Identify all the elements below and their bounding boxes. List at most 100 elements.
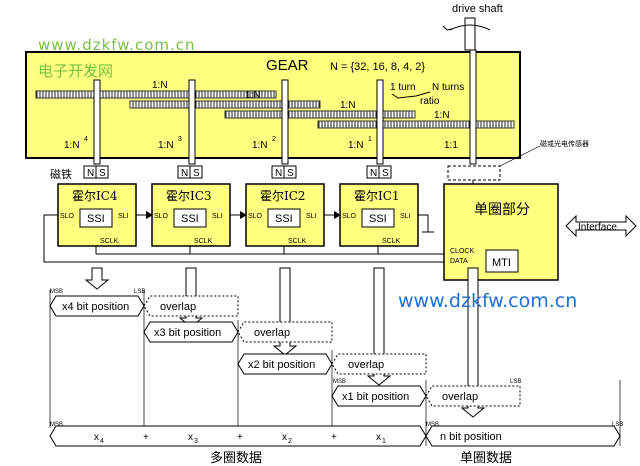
svg-text:x2 bit position: x2 bit position xyxy=(248,359,315,371)
svg-text:SLO: SLO xyxy=(248,213,263,220)
ratio-label-4: 1:N xyxy=(434,110,450,121)
svg-text:MSB: MSB xyxy=(50,289,63,295)
svg-text:N: N xyxy=(181,168,188,179)
svg-text:S: S xyxy=(287,168,294,179)
svg-text:x3 bit position: x3 bit position xyxy=(154,327,221,339)
svg-text:SLI: SLI xyxy=(306,213,317,220)
guide-lines xyxy=(49,290,621,446)
gear-turns-right: N turns xyxy=(432,82,464,93)
svg-text:LSB: LSB xyxy=(612,422,623,428)
stage-exp-2: 2 xyxy=(272,136,276,143)
svg-text:SLO: SLO xyxy=(154,213,169,220)
svg-text:N: N xyxy=(87,168,94,179)
svg-text:4: 4 xyxy=(100,438,104,445)
svg-text:2: 2 xyxy=(288,438,292,445)
svg-text:SLO: SLO xyxy=(342,213,357,220)
svg-text:x: x xyxy=(282,432,287,443)
row-x4: MSB LSB x4 bit position overlap xyxy=(49,289,239,317)
gear-shafts xyxy=(93,49,477,165)
stage-label-4: 1:N xyxy=(64,140,80,151)
watermark-site-2: www.dzkfw.com.cn xyxy=(398,290,578,312)
stage-label-0: 1:1 xyxy=(444,140,458,151)
watermark-site-cn: 电子开发网 xyxy=(38,62,114,80)
clock-label: CLOCK xyxy=(450,248,474,255)
svg-text:LSB: LSB xyxy=(510,379,521,385)
svg-text:SLI: SLI xyxy=(400,213,411,220)
magnet-label: 磁铁 xyxy=(50,168,72,181)
svg-text:SLI: SLI xyxy=(212,213,223,220)
svg-text:霍尔IC3: 霍尔IC3 xyxy=(166,188,212,203)
row-x2: x2 bit position overlap xyxy=(237,353,427,375)
svg-text:MSB: MSB xyxy=(426,422,439,428)
svg-text:+: + xyxy=(143,432,149,443)
photo-sensor-label: 磁或光电传感器 xyxy=(540,139,589,148)
svg-text:overlap: overlap xyxy=(160,301,196,313)
svg-text:x: x xyxy=(188,432,193,443)
svg-text:n bit position: n bit position xyxy=(440,431,502,443)
svg-text:x: x xyxy=(376,432,381,443)
single-turn-title: 单圈部分 xyxy=(474,202,530,218)
stage-label-3: 1:N xyxy=(158,140,174,151)
svg-text:+: + xyxy=(237,432,243,443)
final-row: MSB MSB LSB x 4 + x 3 + x 2 + x 1 n bit … xyxy=(49,422,623,447)
svg-text:1: 1 xyxy=(382,438,386,445)
interface-label: Interface xyxy=(578,222,617,233)
svg-text:S: S xyxy=(193,168,200,179)
svg-text:MSB: MSB xyxy=(333,379,346,385)
svg-text:SCLK: SCLK xyxy=(288,238,307,245)
svg-text:霍尔IC4: 霍尔IC4 xyxy=(72,188,118,203)
single-turn-data-label: 单圈数据 xyxy=(460,451,512,466)
svg-text:N: N xyxy=(370,168,377,179)
svg-text:SCLK: SCLK xyxy=(382,238,401,245)
stage-exp-4: 4 xyxy=(84,136,88,143)
svg-text:SSI: SSI xyxy=(181,213,199,225)
svg-text:SCLK: SCLK xyxy=(100,238,119,245)
mti-label: MTI xyxy=(492,257,511,269)
photo-sensor xyxy=(447,165,501,181)
svg-text:S: S xyxy=(382,168,389,179)
svg-text:x1 bit position: x1 bit position xyxy=(342,391,409,403)
hall-ic-3: 霍尔IC3 SSI SLO SLI SCLK xyxy=(151,183,231,247)
svg-text:SLO: SLO xyxy=(60,213,75,220)
data-label: DATA xyxy=(450,258,468,265)
hall-ic-1: 霍尔IC1 SSI SLO SLI SCLK xyxy=(339,183,419,247)
svg-text:x4 bit position: x4 bit position xyxy=(62,301,129,313)
drive-shaft-label: drive shaft xyxy=(452,3,503,15)
svg-text:MSB: MSB xyxy=(50,422,63,428)
mti-box xyxy=(485,249,519,273)
svg-text:N: N xyxy=(275,168,282,179)
gear-turns-left: 1 turn xyxy=(390,82,416,93)
hall-ic-4: 霍尔IC4 SSI SLO SLI SCLK xyxy=(57,183,137,247)
svg-text:overlap: overlap xyxy=(348,359,384,371)
stage-label-2: 1:N xyxy=(252,140,268,151)
multi-turn-label: 多圈数据 xyxy=(210,450,262,466)
drive-shaft: drive shaft xyxy=(442,3,503,51)
svg-text:3: 3 xyxy=(194,438,198,445)
ratio-label-2: 1:N xyxy=(245,90,261,101)
interface-arrow: Interface xyxy=(565,214,637,238)
svg-text:S: S xyxy=(99,168,106,179)
gear-formula: N = {32, 16, 8, 4, 2} xyxy=(330,61,425,73)
gear-strips xyxy=(35,90,515,129)
ratio-label-3: 1:N xyxy=(340,100,356,111)
svg-text:+: + xyxy=(331,432,337,443)
row-x3: x3 bit position overlap xyxy=(143,321,333,343)
svg-text:LSB: LSB xyxy=(134,289,145,295)
svg-text:overlap: overlap xyxy=(442,391,478,403)
ssi-chain xyxy=(43,211,446,263)
svg-text:霍尔IC2: 霍尔IC2 xyxy=(260,188,306,203)
row-x1: MSB LSB x1 bit position overlap xyxy=(331,379,521,407)
stage-label-1: 1:N xyxy=(348,140,364,151)
svg-text:SCLK: SCLK xyxy=(194,238,213,245)
stage-exp-3: 3 xyxy=(178,136,182,143)
ratio-label-1: 1:N xyxy=(152,80,168,91)
watermark-site: www.dzkfw.com.cn xyxy=(38,36,196,54)
hall-ic-2: 霍尔IC2 SSI SLO SLI SCLK xyxy=(245,183,325,247)
svg-text:x: x xyxy=(94,432,99,443)
